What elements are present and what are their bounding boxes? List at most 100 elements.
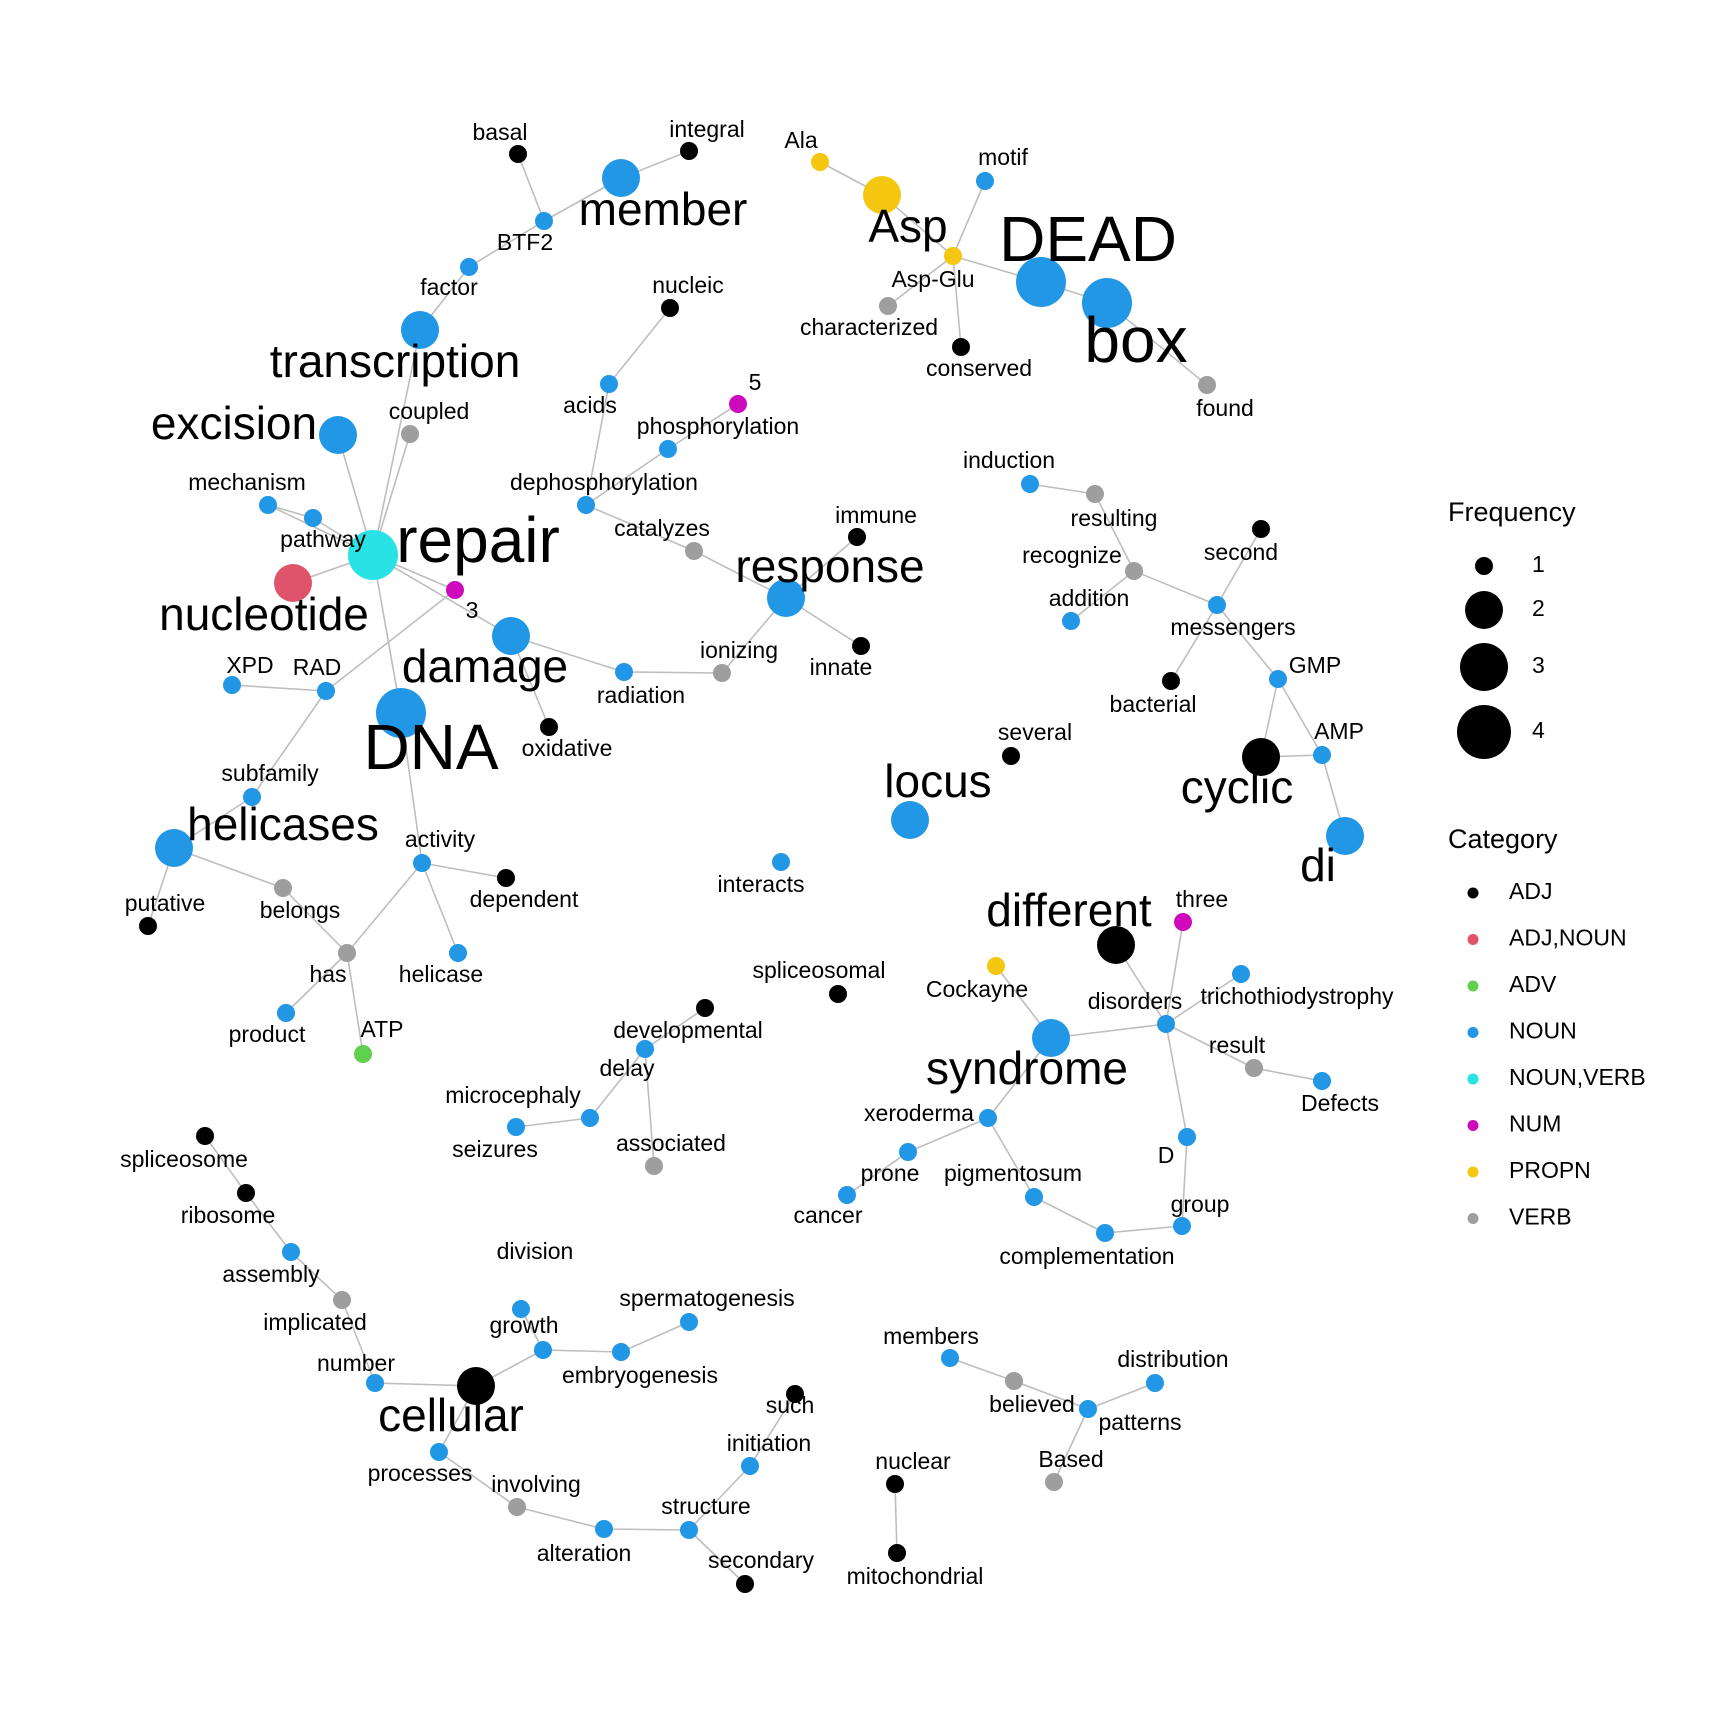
label-associated: associated: [616, 1130, 726, 1156]
label-coupled: coupled: [389, 398, 470, 424]
node-developmental: [696, 999, 714, 1017]
edge-induction-resulting: [1029, 483, 1096, 495]
edge-dephosphorylation-phosphorylation: [585, 448, 669, 506]
node-5: [729, 395, 747, 413]
node-immune: [848, 528, 866, 546]
edge-basal-btf2: [517, 153, 545, 222]
label-immune: immune: [835, 502, 917, 528]
label-such: such: [766, 1392, 815, 1418]
edge-has-atp: [346, 952, 364, 1055]
label-repair: repair: [396, 504, 560, 576]
node-gmp: [1269, 670, 1287, 688]
label-mechanism: mechanism: [188, 469, 306, 495]
node-acids: [600, 375, 618, 393]
node-cyclic: [1242, 738, 1280, 776]
edge-damage-radiation: [510, 635, 625, 673]
edge-assembly-implicated: [290, 1251, 343, 1301]
node-believed: [1005, 1372, 1023, 1390]
edge-prone-cancer: [846, 1151, 909, 1196]
node-different: [1097, 926, 1135, 964]
node-cockayne: [987, 957, 1005, 975]
label-di: di: [1300, 839, 1336, 891]
frequency-legend-label-4: 4: [1532, 717, 1545, 743]
edge-belongs-has: [282, 887, 348, 954]
label-dead: DEAD: [999, 203, 1177, 275]
label-messengers: messengers: [1170, 614, 1295, 640]
label-belongs: belongs: [260, 897, 341, 923]
category-legend-key-propn: [1467, 1166, 1479, 1178]
label-response: response: [735, 540, 924, 592]
node-processes: [430, 1443, 448, 1461]
node-pathway: [304, 509, 322, 527]
node-trichothiodystrophy: [1232, 965, 1250, 983]
label-box: box: [1084, 304, 1187, 376]
label-mitochondrial: mitochondrial: [847, 1563, 984, 1589]
edge-radiation-ionizing: [623, 671, 723, 674]
node-has: [338, 944, 356, 962]
label-has: has: [309, 961, 346, 987]
edge-members-believed: [949, 1357, 1015, 1382]
label-factor: factor: [420, 274, 478, 300]
label-induction: induction: [963, 447, 1055, 473]
node-atp: [354, 1045, 372, 1063]
node-embryogenesis: [612, 1343, 630, 1361]
node-assembly: [282, 1243, 300, 1261]
edge-involving-alteration: [516, 1506, 605, 1530]
edge-ribosome-assembly: [245, 1192, 292, 1253]
category-legend-key-noun: [1467, 1027, 1479, 1038]
node-member: [602, 159, 640, 197]
label-innate: innate: [810, 654, 873, 680]
node-box: [1082, 278, 1132, 328]
node-seizures: [507, 1118, 525, 1136]
label-dependent: dependent: [470, 886, 579, 912]
edge-asp-glu-conserved: [952, 255, 962, 348]
node-phosphorylation: [659, 440, 677, 458]
label-motif: motif: [978, 144, 1028, 170]
edge-dephosphorylation-acids: [585, 383, 610, 506]
frequency-legend-key-2: [1465, 591, 1503, 629]
node-spliceosomal: [829, 985, 847, 1003]
edge-pigmentosum-xeroderma: [987, 1117, 1035, 1198]
node-activity: [413, 854, 431, 872]
edge-asp-glu-characterized: [887, 255, 954, 307]
node-such: [786, 1385, 804, 1403]
edge-syndrome-disorders: [1050, 1023, 1167, 1039]
node-dead: [1016, 257, 1066, 307]
node-several: [1002, 747, 1020, 765]
edge-delay-microcephaly: [589, 1048, 646, 1119]
node-syndrome: [1032, 1019, 1070, 1057]
node-damage: [492, 617, 530, 655]
node-mechanism: [259, 496, 277, 514]
node-second: [1252, 520, 1270, 538]
label-activity: activity: [405, 826, 476, 852]
edge-xpd-rad: [231, 684, 327, 692]
edge-spliceosome-ribosome: [204, 1135, 247, 1194]
node-xpd: [223, 676, 241, 694]
label-based: Based: [1038, 1446, 1103, 1472]
node-coupled: [401, 425, 419, 443]
node-three: [1174, 913, 1192, 931]
node-messengers: [1208, 596, 1226, 614]
label-gmp: GMP: [1289, 652, 1341, 678]
category-legend-label-adj-noun: ADJ,NOUN: [1509, 925, 1627, 951]
label-several: several: [998, 719, 1072, 745]
label-processes: processes: [368, 1460, 473, 1486]
edge-has-product: [285, 952, 348, 1014]
node-interacts: [772, 853, 790, 871]
label-patterns: patterns: [1098, 1409, 1181, 1435]
label-believed: believed: [989, 1391, 1075, 1417]
node-ala: [811, 153, 829, 171]
node-catalyzes: [685, 542, 703, 560]
label-defects: Defects: [1301, 1090, 1379, 1116]
node-prone: [899, 1143, 917, 1161]
node-bacterial: [1162, 672, 1180, 690]
node-belongs: [274, 879, 292, 897]
label-helicase: helicase: [399, 961, 483, 987]
label-trichothiodystrophy: trichothiodystrophy: [1200, 983, 1394, 1009]
label-nucleotide: nucleotide: [159, 588, 369, 640]
label-locus: locus: [884, 755, 991, 807]
edge-delay-associated: [644, 1048, 655, 1167]
label-involving: involving: [491, 1471, 581, 1497]
